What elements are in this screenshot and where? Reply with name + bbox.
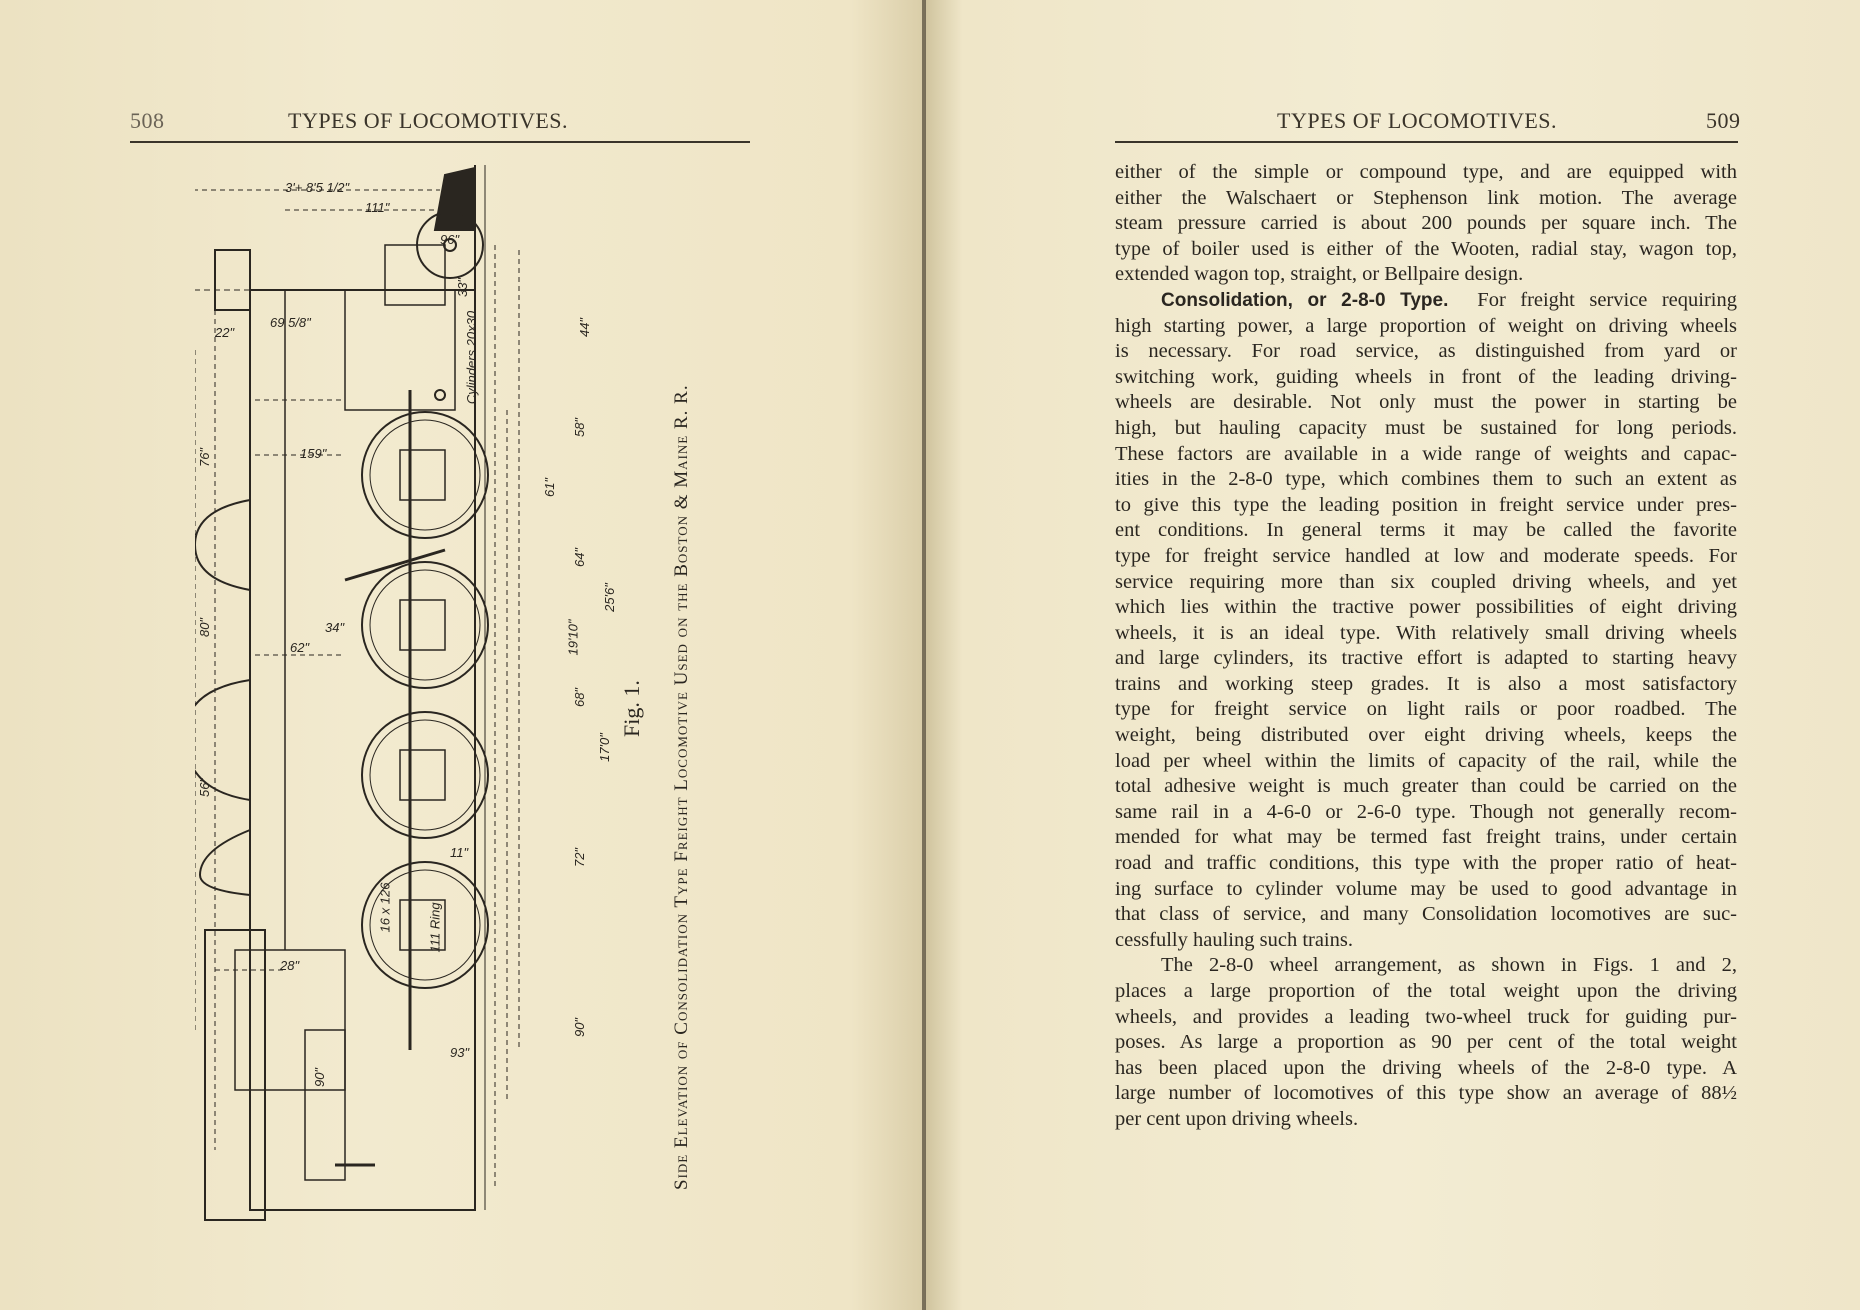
- locomotive-side-elevation-drawing: 3'+ 8'5 1/2" 111" 96" 33" 44" 58" 61" 64…: [175, 150, 617, 1230]
- text-line: wheels, it is an ideal type. With relati…: [1115, 621, 1737, 644]
- text-line: same rail in a 4-6-0 or 2-6-0 type. Thou…: [1115, 800, 1737, 823]
- driving-wheels: [344, 390, 489, 1050]
- text-line: load per wheel within the limits of capa…: [1115, 749, 1737, 772]
- text-line: total adhesive weight is much greater th…: [1115, 775, 1737, 798]
- dimension-label: 16 x 126: [377, 882, 393, 933]
- text-line: The 2-8-0 wheel arrangement, as shown in…: [1161, 954, 1737, 977]
- dimension-label: 11": [450, 845, 469, 860]
- dimension-label: 62": [290, 640, 310, 655]
- text-line: steam pressure carried is about 200 poun…: [1115, 212, 1737, 235]
- header-rule-left: [130, 141, 750, 143]
- sand-dome: [193, 499, 251, 591]
- dimension-label: 76": [197, 447, 213, 468]
- dimension-label: 90": [572, 1017, 588, 1038]
- dimension-label: 72": [572, 847, 588, 868]
- right-page: [925, 0, 1860, 1310]
- dimension-label: 61": [542, 477, 558, 498]
- text-line: weight, being distributed over eight dri…: [1115, 724, 1737, 747]
- text-line: trains and working steep grades. It is a…: [1115, 672, 1737, 695]
- text-line: to give this type the leading position i…: [1115, 493, 1737, 516]
- running-head-right: TYPES OF LOCOMOTIVES.: [1277, 108, 1558, 133]
- leading-truck-wheel: [416, 211, 484, 279]
- dimension-label: 17'0": [596, 733, 612, 762]
- header-rule-right: [1115, 141, 1738, 143]
- text-line: wheels, and provides a leading two-wheel…: [1115, 1005, 1737, 1028]
- text-line: has been placed upon the driving wheels …: [1115, 1056, 1737, 1079]
- text-line: and large cylinders, its tractive effort…: [1115, 647, 1737, 670]
- dimension-label: 96": [440, 232, 460, 247]
- cylinder: [344, 289, 456, 411]
- book-gutter: [922, 0, 926, 1310]
- dimension-label: 64": [572, 547, 588, 568]
- dimension-label: 80": [197, 617, 213, 638]
- text-line: which lies within the tractive power pos…: [1115, 596, 1737, 619]
- paragraph-consolidation: Consolidation, or 2-8-0 Type. For freigh…: [1115, 288, 1737, 953]
- text-line: that class of service, and many Consolid…: [1115, 903, 1737, 926]
- text-line: Consolidation, or 2-8-0 Type. For freigh…: [1115, 288, 1737, 314]
- text-line: either of the simple or compound type, a…: [1115, 161, 1737, 183]
- body-text: either of the simple or compound type, a…: [1115, 160, 1737, 1133]
- dimension-label: 58": [572, 417, 588, 438]
- section-heading: Consolidation, or 2-8-0 Type.: [1161, 289, 1449, 311]
- dimension-label: Cylinders 20x30: [464, 310, 480, 405]
- text-line: either the Walschaert or Stephenson link…: [1115, 186, 1737, 209]
- text-line: service requiring more than six coupled …: [1115, 570, 1737, 593]
- text-line: road and traffic conditions, this type w…: [1115, 852, 1737, 875]
- dimension-label: 90": [312, 1067, 328, 1088]
- text-line: type of boiler used is either of the Woo…: [1115, 237, 1737, 260]
- dimension-label: 3'+ 8'5 1/2": [285, 180, 350, 195]
- dimension-label: 22": [215, 325, 235, 340]
- dimension-label: 44": [577, 317, 593, 338]
- bell: [198, 829, 251, 896]
- text-line: mended for what may be termed fast freig…: [1115, 826, 1737, 849]
- dimension-label: 159": [300, 446, 327, 461]
- smokestack: [433, 166, 476, 231]
- text-line: is necessary. For road service, as disti…: [1115, 340, 1737, 363]
- dimension-label: 34": [325, 620, 345, 635]
- text-line: large number of locomotives of this type…: [1115, 1082, 1737, 1105]
- text-line-rest: For freight service requiring: [1477, 288, 1738, 311]
- dimension-label: 69 5/8": [270, 315, 311, 330]
- text-line: extended wagon top, straight, or Bellpai…: [1115, 263, 1524, 286]
- paragraph: The 2-8-0 wheel arrangement, as shown in…: [1115, 953, 1737, 1132]
- text-line: type for freight service on light rails …: [1115, 698, 1737, 721]
- dimension-label: 93": [450, 1045, 470, 1060]
- figure-label: Fig. 1.: [619, 680, 644, 737]
- page-number-right: 509: [1706, 108, 1741, 133]
- dimension-label: 28": [280, 958, 300, 973]
- running-head-left: TYPES OF LOCOMOTIVES.: [288, 108, 569, 133]
- text-line: places a large proportion of the total w…: [1115, 980, 1737, 1002]
- text-line: ities in the 2-8-0 type, which combines …: [1115, 468, 1737, 491]
- text-line: type for freight service handled at low …: [1115, 544, 1737, 567]
- dimension-label: 68": [572, 687, 588, 708]
- text-line: ent conditions. In general terms it may …: [1115, 519, 1737, 542]
- dimension-label: 111": [365, 200, 390, 215]
- figure-caption: Side Elevation of Consolidation Type Fre…: [671, 384, 692, 1190]
- text-line: high, but hauling capacity must be susta…: [1115, 416, 1737, 439]
- dimension-label: 56": [197, 777, 213, 798]
- text-line: high starting power, a large proportion …: [1115, 314, 1737, 337]
- smokebox-front: [214, 249, 251, 311]
- text-line: cessfully hauling such trains.: [1115, 928, 1353, 951]
- text-line: wheels are desirable. Not only must the …: [1115, 391, 1737, 414]
- cab-side: [204, 929, 266, 1221]
- text-line: switching work, guiding wheels in front …: [1115, 365, 1737, 388]
- text-line: poses. As large a proportion as 90 per c…: [1115, 1031, 1737, 1054]
- text-line: per cent upon driving wheels.: [1115, 1107, 1359, 1130]
- text-line: ing surface to cylinder volume may be us…: [1115, 877, 1737, 900]
- dimension-label: 111 Ring: [427, 902, 443, 953]
- page-number-left: 508: [130, 108, 165, 133]
- paragraph: either of the simple or compound type, a…: [1115, 160, 1737, 288]
- text-line: These factors are available in a wide ra…: [1115, 442, 1737, 465]
- dimension-label: 19'10": [565, 619, 581, 656]
- dimension-label: 25'6": [601, 583, 617, 612]
- dimension-label: 33": [455, 277, 471, 298]
